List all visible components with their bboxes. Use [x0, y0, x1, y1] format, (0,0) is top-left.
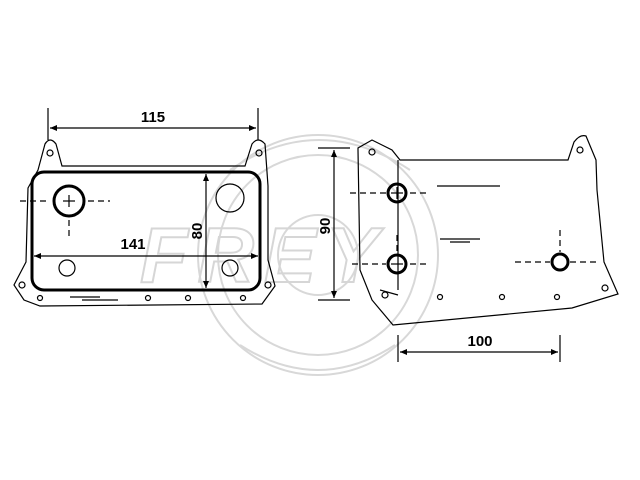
side-view-mounting-plate — [357, 135, 619, 326]
outlet-port — [215, 183, 245, 213]
dimension-90-label: 90 — [317, 218, 334, 235]
lower-right-bolt-hole — [221, 259, 239, 277]
side-view — [350, 135, 619, 326]
dimension-100: 100 — [397, 333, 561, 362]
dimension-115-label: 115 — [141, 109, 165, 126]
watermark-text: FREY — [140, 211, 388, 299]
inlet-port — [52, 184, 86, 218]
front-view-mounting-plate — [13, 139, 276, 307]
dimension-141-label: 141 — [120, 236, 145, 253]
front-view — [13, 139, 276, 307]
dimension-80: 80 — [189, 174, 209, 288]
cooler-core-outline — [30, 170, 262, 292]
dimension-100-label: 100 — [467, 333, 492, 350]
side-lower-port — [386, 253, 408, 275]
dimension-80-label: 80 — [189, 223, 206, 240]
dimension-141: 141 — [34, 236, 258, 259]
side-upper-port — [386, 182, 408, 204]
lower-left-bolt-hole — [58, 259, 76, 277]
dimension-115: 115 — [47, 108, 259, 140]
dimension-90: 90 — [317, 147, 350, 301]
side-far-port — [550, 252, 570, 272]
